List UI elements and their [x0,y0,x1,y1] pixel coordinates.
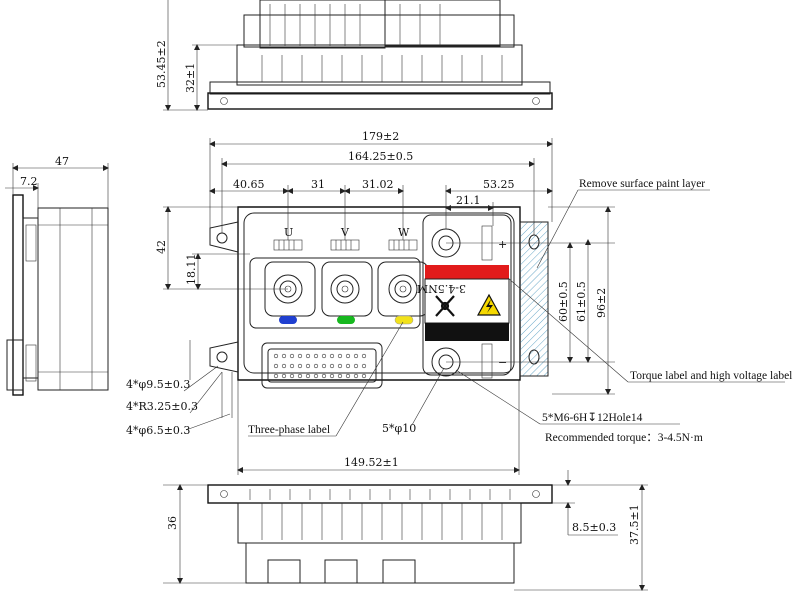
torque-label-text: 3-4.5NM [417,282,466,295]
top-fins [261,4,503,82]
dim-base-width: 149.52±1 [344,456,399,469]
phase-label-u: U [284,226,293,239]
dim-overall-width: 179±2 [362,130,399,143]
dim-terminal-offset: 21.1 [456,194,481,207]
callouts: Remove surface paint layer Torque label … [248,178,792,444]
front-dimensions: 179±2 164.25±0.5 40.65 31 31.02 53.25 21… [126,130,615,475]
mount-hole-bottom-left [216,351,228,363]
dim-pitch-2: 31.02 [362,178,394,191]
paint-removed-area [519,221,549,377]
signal-connector [261,342,383,389]
callout-torque-label: Torque label and high voltage label [630,370,792,382]
dim-side-width: 47 [55,155,69,168]
bottom-view: 36 37.5±1 8.5±0.3 [163,470,648,591]
dim-first-offset: 40.65 [233,178,265,191]
plus-sign: + [498,238,507,251]
dim-hole-dia: 4*φ9.5±0.3 [126,378,190,391]
dim-corner-radius: 4*R3.25±0.3 [126,400,198,413]
dim-bottom-total-height: 37.5±1 [628,504,641,545]
dim-bolt-dia: 5*φ10 [382,422,416,435]
bottom-fins [249,489,511,540]
phase-v-color-dot [337,316,355,324]
dim-right-offset: 53.25 [483,178,515,191]
dim-upper-height: 42 [155,240,168,254]
dim-bottom-height: 36 [166,516,179,530]
dim-hole-span: 164.25±0.5 [348,150,413,163]
front-view: U V W + − [126,130,792,475]
side-view: 47 7.2 [5,155,109,396]
minus-sign: − [498,356,507,369]
dim-pitch-1: 31 [311,178,325,191]
callout-recommended-torque: Recommended torque：3-4.5N·m [545,432,703,444]
phase-terminals [273,274,418,304]
callout-remove-paint: Remove surface paint layer [579,178,705,190]
dim-terminal-row: 18.11 [185,254,198,286]
mount-hole-top-left [216,232,228,244]
wrench-icon [435,295,455,317]
dim-side-offset: 7.2 [20,175,38,188]
phase-u-color-dot [279,316,297,324]
dim-height-61: 61±0.5 [575,281,588,322]
phase-w-color-dot [394,315,414,325]
phase-label-w: W [398,226,410,239]
dim-slot-dia: 4*φ6.5±0.3 [126,424,190,437]
warning-label: 3-4.5NM [417,265,510,341]
dim-overall-height: 96±2 [595,288,608,318]
callout-holes: 5*M6-6H↧12Hole14 [542,412,643,424]
dim-bottom-foot: 8.5±0.3 [572,521,616,534]
dim-total-height: 53.45±2 [155,40,168,88]
dim-base-height: 32±1 [184,63,197,93]
top-view: 53.45±2 32±1 [155,0,553,111]
callout-three-phase: Three-phase label [248,424,330,436]
dim-height-60: 60±0.5 [557,281,570,322]
